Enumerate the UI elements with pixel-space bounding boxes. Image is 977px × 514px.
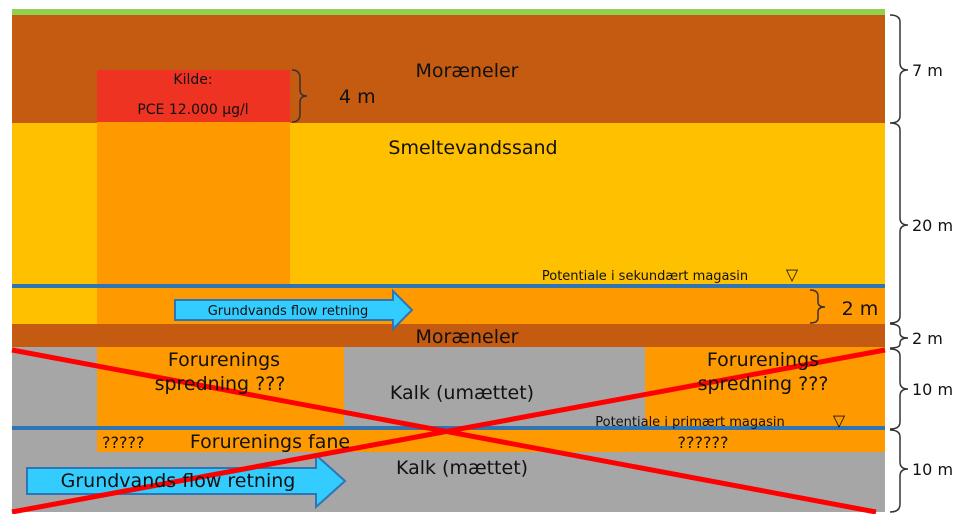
source-height-brace	[291, 69, 308, 123]
label-kalk-unsaturated: Kalk (umættet)	[390, 382, 534, 404]
source-label-line2: PCE 12.000 µg/l	[137, 102, 248, 118]
source-height-label: 4 m	[339, 86, 376, 108]
secondary-potential-label: Potentiale i sekundært magasin	[542, 269, 748, 284]
secondary-aquifer-band	[12, 287, 885, 324]
scale-label-kalk-unsat: 10 m	[912, 380, 953, 399]
source-label-line1: Kilde:	[173, 72, 212, 88]
contaminated-column	[97, 120, 290, 285]
upper-flow-arrow	[174, 288, 414, 332]
spread-right-line2: spredning ???	[698, 373, 829, 395]
upper-arrow-label: Grundvands flow retning	[208, 304, 369, 319]
lower-arrow-label: Grundvands flow retning	[61, 470, 296, 492]
aquifer-thickness-brace	[809, 289, 826, 324]
label-sand: Smeltevandssand	[388, 137, 557, 159]
scale-label-moraene-mid: 2 m	[912, 329, 943, 348]
spread-right-line1: Forurenings	[707, 349, 819, 371]
primary-potential-symbol: ▽	[833, 411, 846, 430]
plume-label: Forurenings fane	[190, 431, 350, 453]
spread-left-line2: spredning ???	[155, 373, 286, 395]
secondary-aquifer-sand-left	[12, 287, 97, 324]
plume-left-questions: ?????	[102, 433, 144, 452]
layer-mid-moraene	[12, 324, 885, 347]
secondary-potential-symbol: ▽	[786, 265, 799, 284]
label-kalk-saturated: Kalk (mættet)	[396, 457, 528, 479]
scale-label-kalk-sat: 10 m	[912, 460, 953, 479]
surface-grass-line	[12, 9, 885, 15]
scale-label-sand: 20 m	[912, 216, 953, 235]
label-top-moraene: Moræneler	[416, 60, 519, 82]
right-scale-brace	[889, 14, 909, 513]
scale-label-moraene-top: 7 m	[912, 61, 943, 80]
cross-line-right	[11, 347, 886, 514]
plume-right-questions: ??????	[678, 433, 729, 452]
primary-potential-label: Potentiale i primært magasin	[595, 415, 785, 430]
label-mid-moraene: Moræneler	[416, 326, 519, 348]
spread-left-line1: Forurenings	[168, 349, 280, 371]
sand-aquifer-thickness-label: 2 m	[842, 298, 879, 320]
pollution-source-box	[97, 70, 290, 122]
